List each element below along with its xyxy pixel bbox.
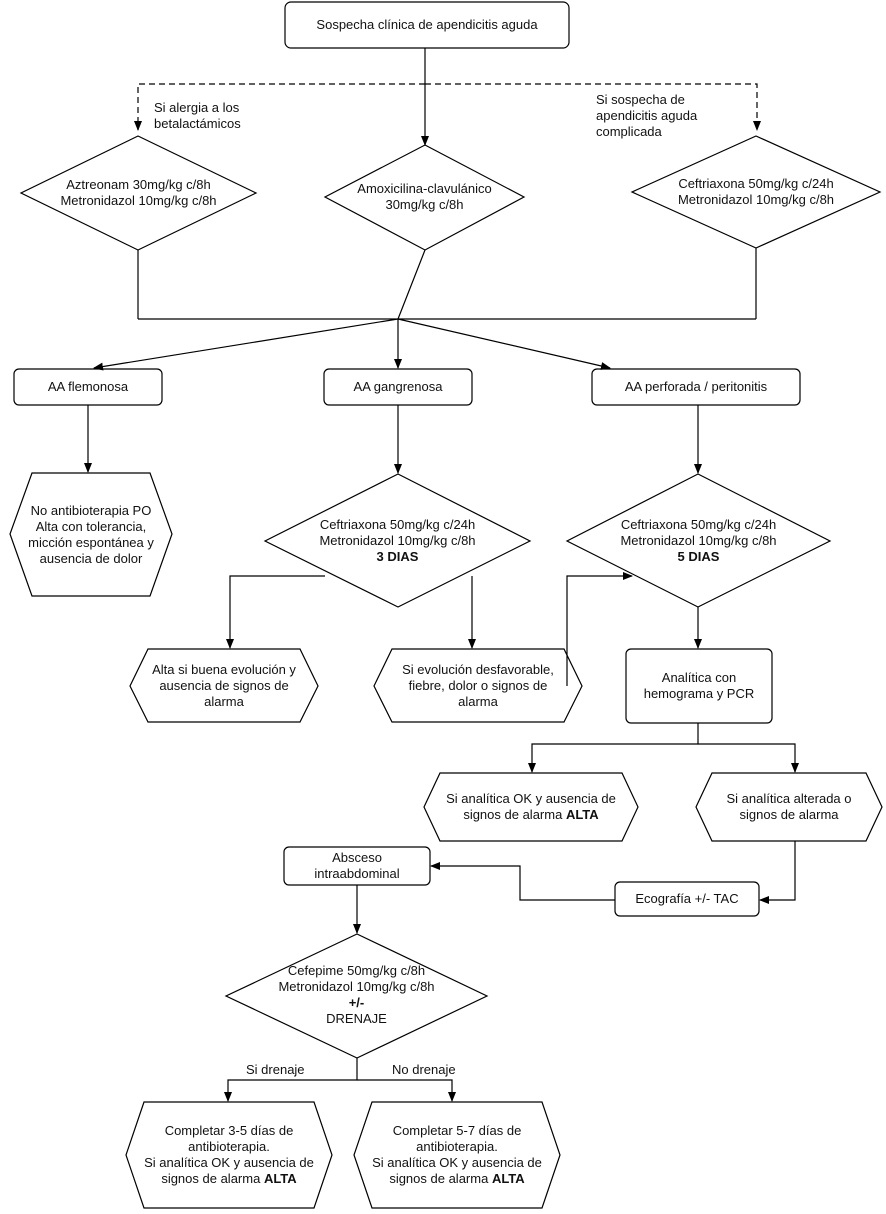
edge-to-perforada <box>397 318 611 370</box>
analitica-label: Analítica con hemograma y PCR <box>643 670 755 701</box>
analitica-alterada-hexagon <box>695 772 883 842</box>
gangrenosa-bad-hexagon <box>373 648 583 723</box>
complete-35-label: Completar 3-5 días de antibioterapia. Si… <box>144 1123 314 1186</box>
gangrenosa-alta-hexagon <box>129 648 319 723</box>
amoxi-label: Amoxicilina-clavulánico 30mg/kg c/8h <box>357 181 492 212</box>
edge-to-flemonosa <box>93 318 399 371</box>
type-perforada-label: AA perforada / peritonitis <box>624 379 768 394</box>
type-gangrenosa-label: AA gangrenosa <box>353 379 443 394</box>
drenaje-no-label: No drenaje <box>392 1062 456 1077</box>
edge-bad-to-perforada <box>566 572 633 686</box>
type-perforada-box <box>591 368 801 406</box>
aztreonam-label: Aztreonam 30mg/kg c/8h Metronidazol 10mg… <box>60 177 217 208</box>
edge-dashed-complicated <box>425 83 761 131</box>
complete-57-hexagon <box>353 1101 561 1209</box>
flemonosa-result-hexagon <box>9 472 173 597</box>
type-flemonosa-label: AA flemonosa <box>47 379 129 394</box>
analitica-ok-label: Si analítica OK y ausencia de signos de … <box>446 791 616 822</box>
absceso-label: Absceso intraabdominal <box>314 850 400 881</box>
ceftri-empiric-label: Ceftriaxona 50mg/kg c/24h Metronidazol 1… <box>677 176 835 207</box>
absceso-tx-label: Cefepime 50mg/kg c/8h Metronidazol 10mg/… <box>278 963 435 1026</box>
start-label: Sospecha clínica de apendicitis aguda <box>316 17 538 32</box>
edge-dashed-allergy <box>134 83 425 131</box>
analitica-alterada-label: Si analítica alterada o signos de alarma <box>726 791 852 822</box>
eco-label: Ecografía +/- TAC <box>635 891 739 906</box>
edge-analitica-alterada <box>698 743 799 773</box>
complete-57-label: Completar 5-7 días de antibioterapia. Si… <box>372 1123 542 1186</box>
complete-35-hexagon <box>125 1101 333 1209</box>
gangrenosa-tx-diamond <box>263 473 532 608</box>
gangrenosa-alta-label: Alta si buena evolución y ausencia de si… <box>152 661 296 709</box>
gangrenosa-tx-label: Ceftriaxona 50mg/kg c/24h Metronidazol 1… <box>319 517 476 564</box>
edge-eco-absceso <box>430 862 615 901</box>
flemonosa-result-label: No antibioterapia PO Alta con tolerancia… <box>28 502 154 566</box>
complicated-label: Si sospecha de apendicitis aguda complic… <box>596 92 698 139</box>
edge-tx-drenaje <box>224 1058 358 1102</box>
start-box <box>284 1 570 49</box>
allergy-label: Si alergia a los betalactámicos <box>154 100 241 131</box>
analitica-ok-hexagon <box>423 772 639 842</box>
edge-gangrenosa-alta <box>226 575 325 649</box>
analitica-box <box>625 648 773 724</box>
drenaje-yes-label: Si drenaje <box>246 1062 305 1077</box>
perforada-tx-label: Ceftriaxona 50mg/kg c/24h Metronidazol 1… <box>620 517 777 564</box>
edge-tx-no-drenaje <box>357 1079 456 1102</box>
edge-amoxi-down <box>397 249 426 320</box>
edge-analitica-split <box>528 723 699 773</box>
edge-alterada-eco <box>759 841 796 904</box>
gangrenosa-bad-label: Si evolución desfavorable, fiebre, dolor… <box>402 661 554 709</box>
